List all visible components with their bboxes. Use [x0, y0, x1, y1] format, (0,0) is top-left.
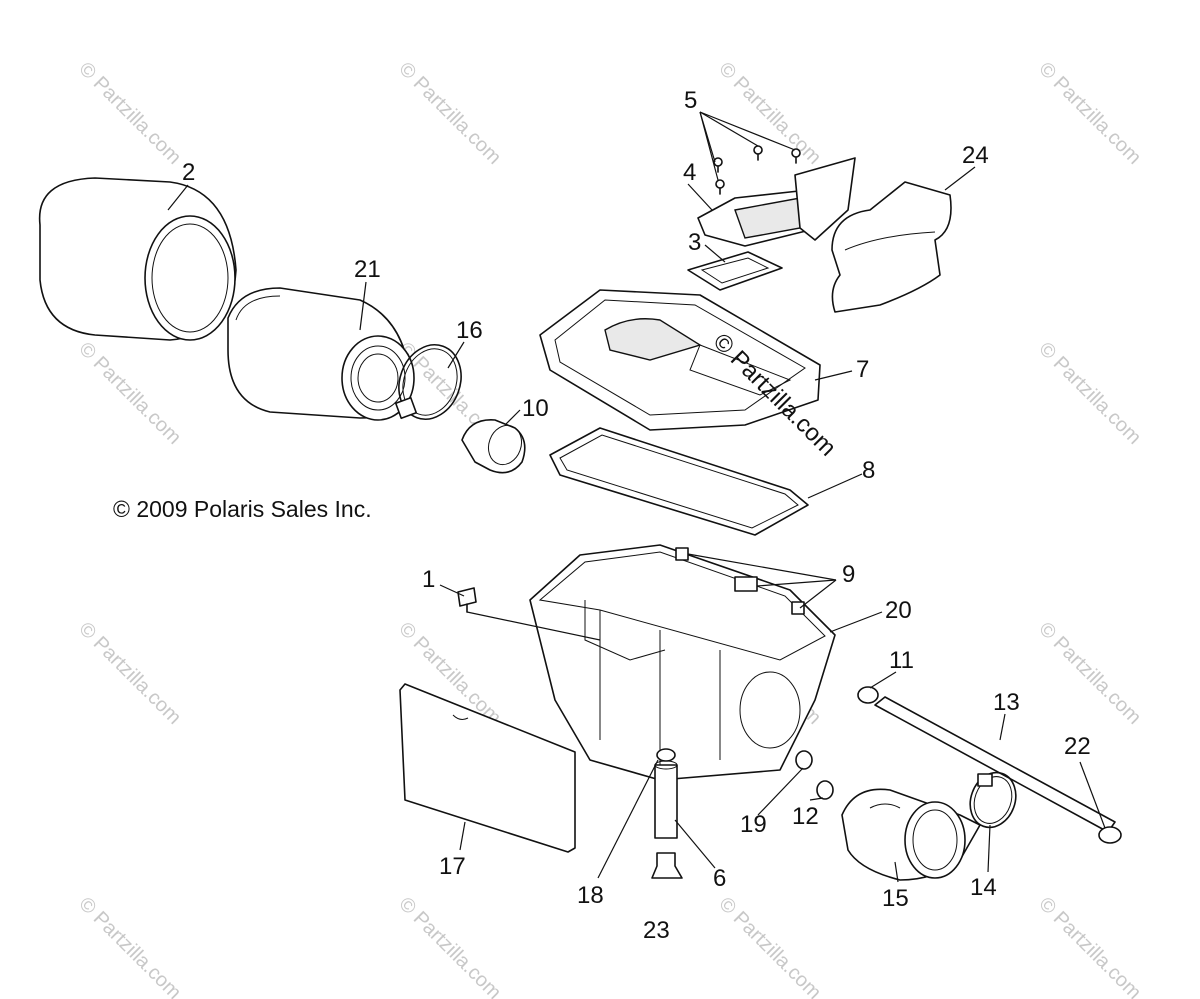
part-19-grommet	[795, 750, 813, 770]
watermark: © Partzilla.com	[74, 58, 185, 169]
callout-12: 12	[792, 803, 819, 830]
callout-1: 1	[422, 566, 435, 593]
watermark: © Partzilla.com	[74, 338, 185, 449]
part-6-drain-tube	[654, 760, 678, 839]
part-15-intake-boot	[841, 788, 981, 881]
part-11-grommet	[857, 686, 879, 704]
callout-20: 20	[885, 597, 912, 624]
part-20-airbox-base	[529, 544, 836, 781]
callout-23: 23	[643, 917, 670, 944]
watermark: © Partzilla.com	[714, 58, 825, 169]
part-5-screws	[713, 145, 801, 195]
watermark: © Partzilla.com	[1034, 338, 1145, 449]
part-21-air-filter	[227, 287, 415, 421]
part-14-clamp	[969, 771, 1017, 829]
part-9-clips	[675, 547, 805, 615]
callout-22: 22	[1064, 733, 1091, 760]
watermarks: © Partzilla.com © Partzilla.com © Partzi…	[74, 58, 1145, 999]
part-12-fitting	[816, 780, 834, 800]
part-22-cap	[1098, 826, 1122, 844]
leader-lines	[167, 111, 1106, 883]
part-7-airbox-lid	[539, 289, 821, 431]
callout-13: 13	[993, 689, 1020, 716]
callout-8: 8	[862, 457, 875, 484]
callout-24: 24	[962, 142, 989, 169]
callout-5: 5	[684, 87, 697, 114]
callout-7: 7	[856, 356, 869, 383]
callout-4: 4	[683, 159, 696, 186]
part-23-drain-valve	[651, 852, 683, 879]
part-1-bolt	[457, 587, 477, 613]
part-8-seal	[549, 427, 809, 536]
part-10-coupler	[461, 419, 526, 474]
part-2-prefilter	[38, 177, 237, 341]
callout-14: 14	[970, 874, 997, 901]
callout-15: 15	[882, 885, 909, 912]
part-4-intake-cover	[697, 157, 856, 247]
callout-18: 18	[577, 882, 604, 909]
watermark: © Partzilla.com	[714, 893, 825, 999]
callout-19: 19	[740, 811, 767, 838]
part-3-gasket-plate	[687, 251, 783, 291]
callout-3: 3	[688, 229, 701, 256]
callout-21: 21	[354, 256, 381, 283]
copyright-notice: © 2009 Polaris Sales Inc.	[113, 496, 372, 522]
callouts: 2 21 16 10 5 4 3 24 7 8 9 20 1 11 13 22 …	[182, 87, 1091, 944]
part-18-clamp	[656, 748, 676, 762]
callout-17: 17	[439, 853, 466, 880]
watermark: © Partzilla.com	[1034, 58, 1145, 169]
callout-11: 11	[889, 647, 914, 674]
callout-2: 2	[182, 159, 195, 186]
watermark: © Partzilla.com	[74, 893, 185, 999]
callout-9: 9	[842, 561, 855, 588]
part-17-cover-plate	[399, 683, 576, 853]
watermark: © Partzilla.com	[394, 58, 505, 169]
callout-10: 10	[522, 395, 549, 422]
callout-6: 6	[713, 865, 726, 892]
watermark: © Partzilla.com	[1034, 893, 1145, 999]
callout-16: 16	[456, 317, 483, 344]
watermark: © Partzilla.com	[74, 618, 185, 729]
watermark: © Partzilla.com	[1034, 618, 1145, 729]
part-24-foam-pad	[831, 181, 952, 313]
part-13-tube	[874, 696, 1116, 833]
watermark: © Partzilla.com	[394, 893, 505, 999]
part-16-clamp	[394, 344, 462, 420]
